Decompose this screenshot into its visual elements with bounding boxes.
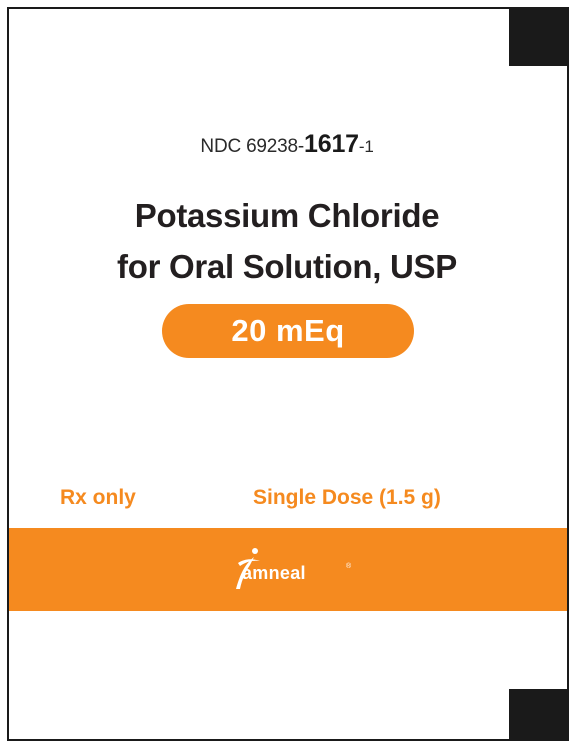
corner-block-top-right: [509, 7, 569, 66]
ndc-number: NDC 69238-1617-1: [0, 130, 574, 159]
brand-band: [9, 528, 567, 611]
product-name-line1: Potassium Chloride: [134, 197, 440, 234]
brand-name: amneal: [242, 563, 306, 583]
product-name-line2: for Oral Solution, USP: [117, 248, 457, 285]
corner-block-bottom-right: [509, 689, 569, 741]
strength-badge: 20 mEq: [162, 304, 414, 358]
rx-only-text: Rx only: [60, 486, 136, 509]
label-frame: [7, 7, 569, 741]
ndc-suffix: -1: [358, 137, 374, 156]
amneal-swoosh-icon: [236, 548, 260, 589]
dose-text: Single Dose (1.5 g): [253, 486, 441, 509]
brand-trademark: ®: [346, 563, 352, 570]
ndc-product-code: 1617: [304, 130, 359, 158]
ndc-prefix: NDC 69238-: [200, 136, 305, 157]
amneal-logo: amneal ®: [228, 545, 358, 593]
